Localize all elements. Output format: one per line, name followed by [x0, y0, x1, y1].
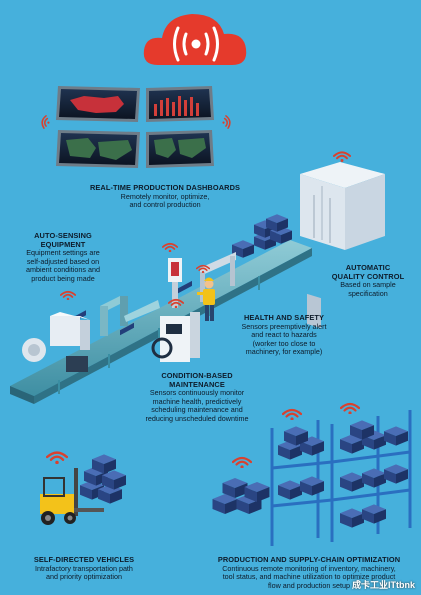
quality-desc-line: specification	[348, 288, 388, 298]
line-machines	[22, 242, 236, 372]
auto-sensing-title: AUTO-SENSING	[34, 231, 92, 240]
vehicles-title: SELF-DIRECTED VEHICLES	[33, 555, 135, 564]
supply-chain-desc-line: Continuous remote monitoring of inventor…	[222, 563, 396, 573]
dashboards-title: REAL-TIME PRODUCTION DASHBOARDS	[89, 183, 241, 192]
supply-chain-title: PRODUCTION AND SUPPLY-CHAIN OPTIMIZATION	[217, 555, 401, 564]
dashboards-label: REAL-TIME PRODUCTION DASHBOARDS Remotely…	[80, 183, 250, 210]
quality-title: QUALITY CONTROL	[331, 271, 405, 281]
health-title: HEALTH AND SAFETY	[243, 313, 325, 322]
quality-desc-line: Based on sample	[340, 280, 396, 290]
auto-sensing-desc-line: Equipment settings are	[26, 248, 100, 258]
maintenance-desc-line: scheduling maintenance and	[151, 405, 243, 415]
dashboard-screens	[40, 86, 232, 168]
auto-sensing-label: AUTO-SENSING EQUIPMENT Equipment setting…	[4, 231, 122, 284]
health-desc-line: (worker too close to	[252, 338, 316, 348]
auto-sensing-desc-line: self-adjusted based on	[26, 256, 100, 266]
health-safety-label: HEALTH AND SAFETY Sensors preemptively a…	[222, 313, 346, 357]
storage-racks	[270, 402, 412, 546]
watermark: 成卡工业ITtbnk	[352, 580, 415, 590]
health-desc-line: Sensors preemptively alert	[241, 321, 327, 331]
maintenance-title: MAINTENANCE	[169, 379, 225, 389]
auto-sensing-title: EQUIPMENT	[40, 239, 86, 249]
supply-chain-desc-line: tool status, and machine utilization to …	[222, 572, 396, 582]
forklift	[40, 451, 126, 525]
dashboards-desc-line: Remotely monitor, optimize,	[120, 191, 210, 201]
health-desc-line: and react to hazards	[251, 330, 317, 340]
cloud-wireless-icon	[143, 14, 247, 65]
quality-control-chamber	[300, 151, 385, 329]
health-desc-line: machinery, for example)	[245, 347, 323, 357]
maintenance-desc-line: reducing unscheduled downtime	[145, 413, 249, 423]
pallet-boxes	[212, 456, 270, 514]
supply-chain-label: PRODUCTION AND SUPPLY-CHAIN OPTIMIZATION…	[200, 555, 418, 590]
maintenance-desc-line: Sensors continuously monitor	[149, 388, 245, 398]
maintenance-label: CONDITION-BASED MAINTENANCE Sensors cont…	[112, 371, 282, 424]
auto-sensing-desc-line: product being made	[31, 273, 95, 283]
supply-chain-desc-line: flow and production setup	[268, 580, 350, 590]
vehicles-desc-line: and priority optimization	[46, 572, 122, 582]
vehicles-label: SELF-DIRECTED VEHICLES Intrafactory tran…	[4, 555, 164, 582]
auto-sensing-desc-line: ambient conditions and	[26, 265, 100, 275]
maintenance-desc-line: machine health, predictively	[152, 396, 242, 406]
vehicles-desc-line: Intrafactory transportation path	[35, 563, 133, 573]
dashboards-desc-line: and control production	[129, 200, 201, 210]
maintenance-title: CONDITION-BASED	[161, 371, 233, 380]
quality-control-label: AUTOMATIC QUALITY CONTROL Based on sampl…	[320, 263, 416, 298]
quality-title: AUTOMATIC	[345, 263, 391, 272]
worker-figure	[196, 264, 215, 321]
